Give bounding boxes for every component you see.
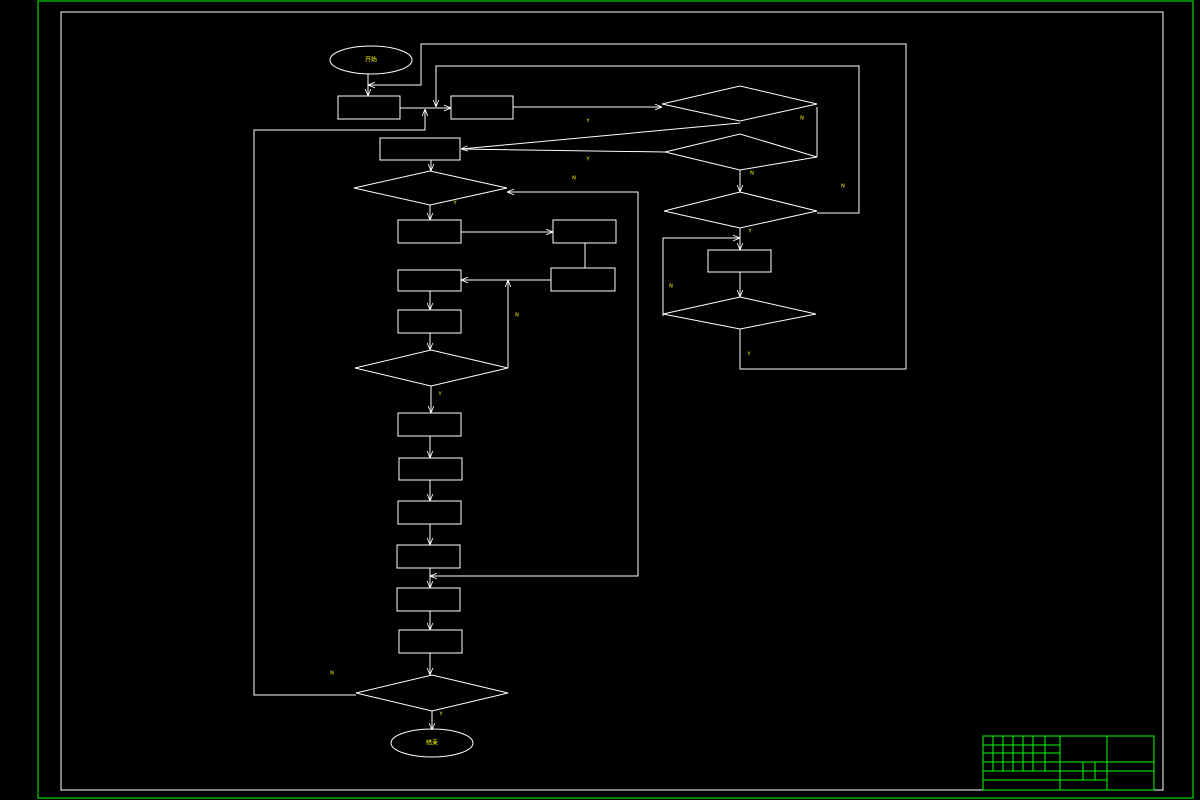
process-box-1 — [337, 95, 401, 120]
edge-label-no-3: N — [330, 671, 334, 677]
process-box-9 — [397, 412, 462, 437]
edge-label-yes-6: Y — [747, 229, 752, 235]
edge-label-no-5: N — [750, 171, 754, 177]
end-node: 结束 — [390, 728, 474, 758]
process-box-5 — [552, 219, 617, 244]
decision-3 — [355, 674, 509, 712]
title-block — [982, 735, 1155, 791]
process-box-4 — [397, 219, 462, 244]
start-label: 开始 — [365, 56, 377, 64]
edge-label-no-7: N — [669, 284, 673, 290]
end-label: 结束 — [426, 739, 438, 747]
process-box-6 — [550, 267, 616, 292]
decision-2 — [354, 349, 509, 387]
edge-label-no-2: N — [515, 313, 519, 319]
process-box-15 — [707, 249, 772, 273]
edge-label-yes-1: Y — [452, 201, 457, 207]
process-box-12 — [396, 544, 461, 569]
process-box-14 — [398, 629, 463, 654]
start-node: 开始 — [329, 45, 413, 75]
decision-4 — [661, 85, 818, 122]
process-box-11 — [397, 500, 462, 525]
process-box-8 — [397, 309, 462, 334]
edge-label-no-1: N — [572, 176, 576, 182]
decision-6 — [663, 191, 818, 229]
process-box-3 — [379, 137, 461, 161]
process-box-7 — [397, 269, 462, 292]
edge-label-yes-7: Y — [746, 352, 751, 358]
process-box-10 — [398, 457, 463, 481]
edge-label-yes-5: Y — [585, 157, 590, 163]
edge-label-yes-3: Y — [438, 712, 443, 718]
decision-1 — [353, 170, 508, 206]
edge-label-no-6: N — [841, 184, 845, 190]
decision-5 — [664, 133, 818, 171]
inner-frame — [60, 11, 1164, 791]
edge-label-no-4: N — [800, 116, 804, 122]
edge-label-yes-4: Y — [585, 119, 590, 125]
process-box-2 — [450, 95, 514, 120]
process-box-13 — [396, 587, 461, 612]
outer-frame — [37, 0, 1194, 799]
decision-7 — [662, 296, 817, 330]
edge-label-yes-2: Y — [437, 392, 442, 398]
